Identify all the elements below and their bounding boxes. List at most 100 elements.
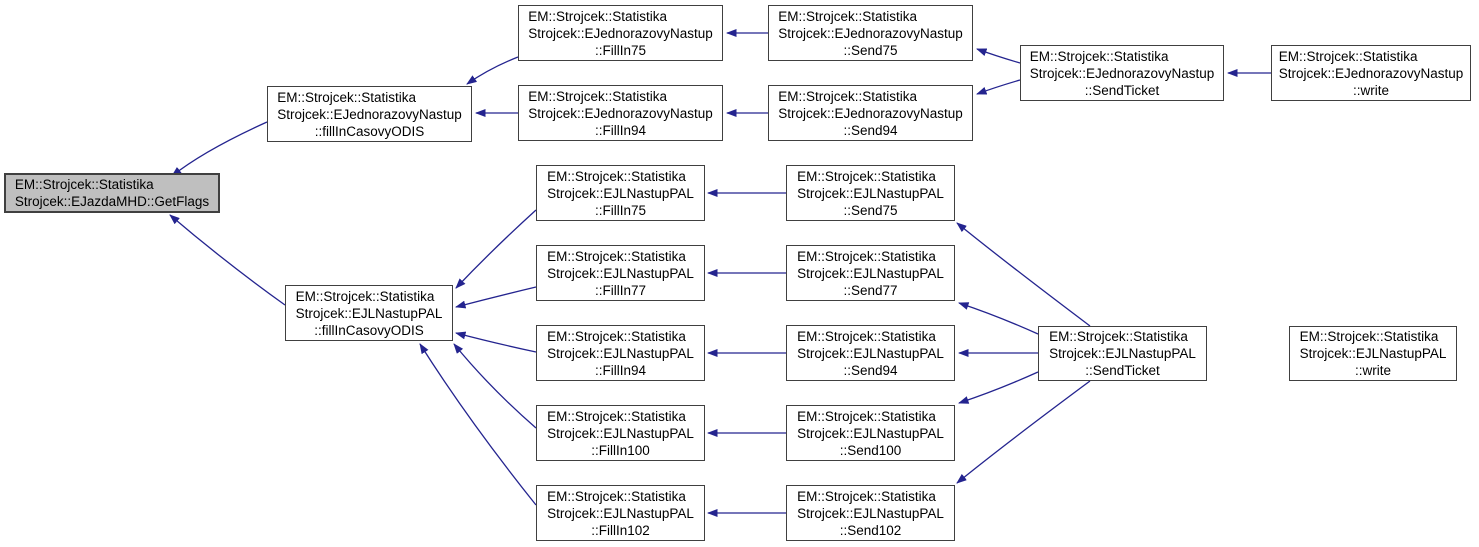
graph-node-label-line: ::Send100 — [839, 442, 902, 458]
graph-node-label-line: ::fillInCasovyODIS — [314, 322, 424, 338]
edge-ejn-fillin75-to-ejn-fill-odis — [466, 56, 519, 85]
edge-ejl-fill-odis-to-getflags — [169, 214, 286, 306]
graph-node-label-line: Strojcek::EJednorazovyNastup — [778, 105, 963, 121]
graph-node-label-line: ::Send77 — [843, 282, 898, 298]
graph-node-label-line: Strojcek::EJednorazovyNastup — [277, 106, 462, 122]
graph-node-label-line: Strojcek::EJLNastupPAL — [547, 345, 694, 361]
graph-node-label-line: Strojcek::EJLNastupPAL — [797, 425, 944, 441]
edge-ejl-fillin77-to-ejl-fill-odis — [455, 286, 537, 309]
graph-node-label-line: Strojcek::EJLNastupPAL — [797, 185, 944, 201]
graph-node-label-line: Strojcek::EJLNastupPAL — [797, 505, 944, 521]
graph-node-label-line: EM::Strojcek::Statistika — [778, 88, 917, 104]
graph-node-label-line: ::write — [1354, 363, 1391, 378]
graph-node-label-line: ::FillIn94 — [594, 362, 646, 378]
graph-node-label-line: EM::Strojcek::Statistika — [1049, 329, 1188, 344]
graph-node-label-line: Strojcek::EJLNastupPAL — [1049, 346, 1196, 361]
graph-node-label-line: Strojcek::EJednorazovyNastup — [528, 25, 713, 41]
graph-node-label-line: ::SendTicket — [1085, 363, 1160, 378]
edge-ejn-sendticket-to-ejn-send94 — [976, 79, 1021, 95]
graph-node-label-line: EM::Strojcek::Statistika — [797, 168, 936, 184]
graph-node-label-line: Strojcek::EJLNastupPAL — [547, 505, 694, 521]
edge-ejn-fill-odis-to-getflags — [171, 121, 268, 177]
graph-node-label-line: ::write — [1352, 82, 1389, 98]
graph-node-label-line: EM::Strojcek::Statistika — [547, 328, 686, 344]
graph-node-label-line: ::FillIn94 — [594, 122, 647, 138]
graph-node-label-line: EM::Strojcek::Statistika — [277, 89, 416, 105]
graph-node-label-line: ::Send94 — [843, 362, 898, 378]
graph-node-label-line: ::SendTicket — [1084, 82, 1160, 98]
graph-node-label-line: Strojcek::EJLNastupPAL — [1299, 346, 1447, 361]
edge-ejl-sendticket-to-ejl-send75 — [956, 222, 1091, 327]
graph-node-label-line: Strojcek::EJLNastupPAL — [797, 265, 944, 281]
graph-node-label-line: Strojcek::EJednorazovyNastup — [1029, 65, 1215, 81]
graph-node-label-line: EM::Strojcek::Statistika — [1278, 48, 1418, 64]
graph-node-label-line: EM::Strojcek::Statistika — [797, 328, 936, 344]
graph-node-label-line: Strojcek::EJLNastupPAL — [547, 185, 694, 201]
graph-node-label-line: EM::Strojcek::Statistika — [528, 8, 667, 24]
graph-node-label-line: Strojcek::EJLNastupPAL — [547, 265, 694, 281]
graph-node-label-line: EM::Strojcek::Statistika — [547, 408, 686, 424]
graph-node-label-line: EM::Strojcek::Statistika — [1299, 329, 1439, 344]
edge-ejl-sendticket-to-ejl-send77 — [958, 302, 1039, 335]
graph-node-label-line: ::FillIn77 — [594, 282, 646, 298]
graph-node-label-line: ::Send75 — [843, 42, 898, 58]
graph-node-label-line: Strojcek::EJednorazovyNastup — [528, 105, 713, 121]
edge-ejl-sendticket-to-ejl-send100 — [958, 371, 1039, 404]
graph-node-label-line: ::FillIn102 — [591, 522, 650, 538]
graph-node-label-line: EM::Strojcek::Statistika — [547, 168, 686, 184]
graph-node-label-line: EM::Strojcek::Statistika — [778, 8, 917, 24]
graph-node-label-line: EM::Strojcek::Statistika — [528, 88, 667, 104]
edge-ejl-sendticket-to-ejl-send102 — [956, 380, 1091, 484]
graph-node-label-line: Strojcek::EJazdaMHD::GetFlags — [14, 194, 210, 209]
graph-node-label-line: EM::Strojcek::Statistika — [797, 408, 936, 424]
graph-node-label-line: ::Send102 — [839, 522, 902, 538]
graph-node-label-line: ::Send75 — [843, 202, 898, 218]
graph-node-label-line: Strojcek::EJLNastupPAL — [797, 345, 944, 361]
graph-node-label-line: ::FillIn100 — [591, 442, 650, 458]
graph-node-label-line: ::FillIn75 — [594, 42, 647, 58]
graph-node-label-line: EM::Strojcek::Statistika — [547, 248, 686, 264]
graph-node-label-line: EM::Strojcek::Statistika — [547, 488, 686, 504]
graph-node-label-line: Strojcek::EJLNastupPAL — [547, 425, 694, 441]
edge-ejl-fillin100-to-ejl-fill-odis — [453, 343, 537, 429]
